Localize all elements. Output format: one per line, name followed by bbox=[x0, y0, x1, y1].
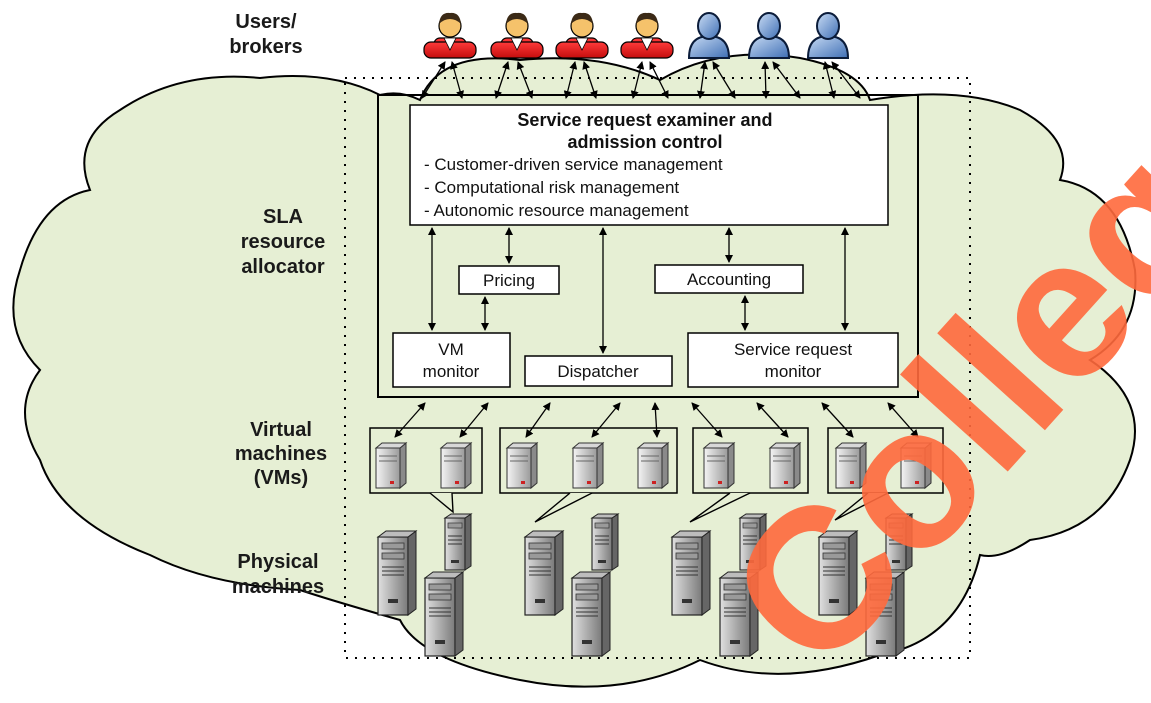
tower-server-icon bbox=[571, 571, 611, 657]
label-vms-line1: Virtual bbox=[250, 419, 312, 441]
service-request-monitor-box: Service request monitor bbox=[687, 332, 899, 388]
label-physical-line2: machines bbox=[232, 576, 324, 598]
service-request-monitor-label-line1: Service request bbox=[734, 340, 852, 359]
tower-server-icon bbox=[424, 571, 464, 657]
vm-monitor-label-line2: monitor bbox=[423, 362, 480, 381]
label-sla-line1: SLA bbox=[263, 206, 303, 228]
user-connections bbox=[421, 61, 861, 99]
server-icon bbox=[572, 442, 604, 489]
admission-control-title-line1: Service request examiner and bbox=[517, 110, 772, 130]
dispatcher-label: Dispatcher bbox=[557, 362, 639, 381]
vm-monitor-box: VM monitor bbox=[392, 332, 511, 388]
server-icon bbox=[440, 442, 472, 489]
vm-monitor-label-line1: VM bbox=[438, 340, 464, 359]
person-blue-icon bbox=[688, 12, 730, 59]
admission-control-box: Service request examiner and admission c… bbox=[409, 104, 889, 226]
service-request-monitor-label-line2: monitor bbox=[765, 362, 822, 381]
sla-allocator-box bbox=[377, 94, 919, 398]
person-red-icon bbox=[423, 12, 477, 59]
label-users-line1: Users/ bbox=[235, 11, 297, 33]
admission-control-item: - Computational risk management bbox=[424, 178, 679, 197]
server-icon bbox=[703, 442, 735, 489]
label-vms-line3: (VMs) bbox=[254, 467, 308, 489]
level-labels: Users/ brokers SLA resource allocator Vi… bbox=[229, 11, 327, 598]
person-red-icon bbox=[490, 12, 544, 59]
admission-control-item: - Customer-driven service management bbox=[424, 155, 723, 174]
server-icon bbox=[375, 442, 407, 489]
label-sla-line2: resource bbox=[241, 231, 326, 253]
server-icon bbox=[637, 442, 669, 489]
person-blue-icon bbox=[807, 12, 849, 59]
vm-connections bbox=[394, 402, 919, 438]
label-physical-line1: Physical bbox=[237, 551, 318, 573]
vm-groups bbox=[369, 427, 944, 523]
pricing-box: Pricing bbox=[458, 265, 560, 295]
label-sla-line3: allocator bbox=[241, 256, 325, 278]
accounting-box: Accounting bbox=[654, 264, 804, 294]
person-red-icon bbox=[620, 12, 674, 59]
person-blue-icon bbox=[748, 12, 790, 59]
admission-control-item: - Autonomic resource management bbox=[424, 201, 689, 220]
vm-group-box bbox=[369, 427, 483, 494]
tower-server-icon bbox=[444, 513, 472, 571]
internal-connections bbox=[428, 227, 849, 354]
tower-server-icon bbox=[524, 530, 564, 616]
pricing-label: Pricing bbox=[483, 271, 535, 290]
label-users-line2: brokers bbox=[229, 36, 302, 58]
tower-server-icon bbox=[377, 530, 417, 616]
accounting-label: Accounting bbox=[687, 270, 771, 289]
dispatcher-box: Dispatcher bbox=[524, 355, 673, 387]
vm-group-box bbox=[692, 427, 809, 494]
tower-server-icon bbox=[591, 513, 619, 571]
server-icon bbox=[506, 442, 538, 489]
admission-control-title-line2: admission control bbox=[567, 132, 722, 152]
users-row bbox=[423, 12, 849, 59]
label-vms-line2: machines bbox=[235, 443, 327, 465]
person-red-icon bbox=[555, 12, 609, 59]
